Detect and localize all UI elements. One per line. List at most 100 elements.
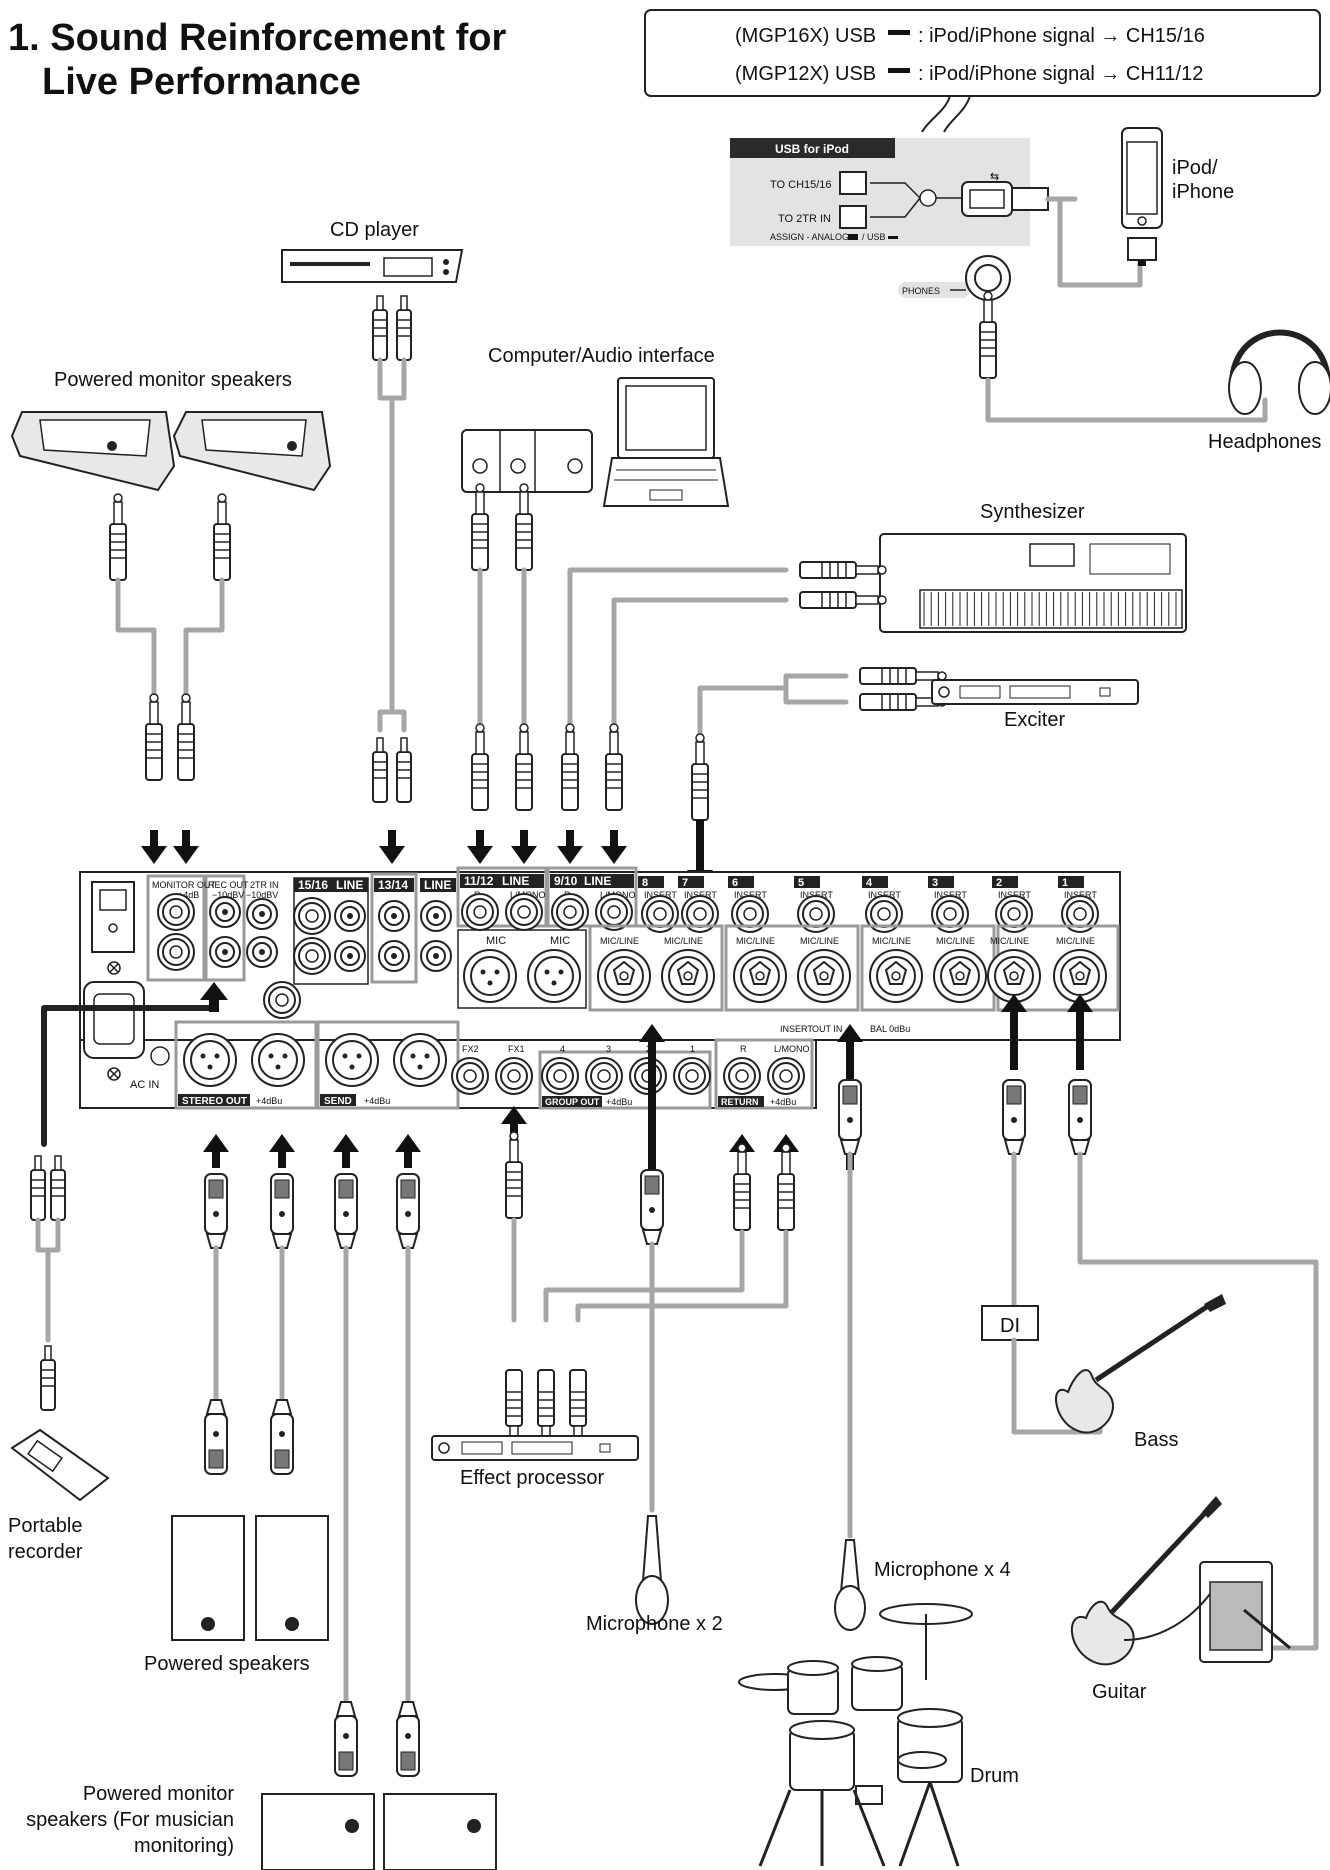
ch1314-label: 13/14 — [378, 878, 408, 892]
ch1314-plug-r — [396, 737, 412, 803]
channel-tab-ch2 — [992, 876, 1018, 888]
mic2-plug — [640, 1169, 664, 1245]
portable-recorder-label-line2: recorder — [8, 1541, 83, 1563]
monitor-out-plug-r — [177, 693, 195, 781]
computer-label: Computer/Audio interface — [488, 345, 715, 367]
ch11-mic-jack[interactable] — [527, 949, 581, 1003]
combo-jack-ch5[interactable] — [797, 949, 851, 1003]
send-level: +4dBu — [364, 1096, 390, 1106]
ch13-rca-jack[interactable] — [378, 900, 410, 932]
channel-tab-ch1 — [1058, 876, 1084, 888]
ch910-r-jack[interactable] — [551, 893, 589, 931]
insert-label-ch7: INSERT — [684, 890, 717, 900]
rec-out-l-jack[interactable] — [209, 896, 241, 928]
effect-processor-device — [431, 1435, 639, 1461]
out-in-label: OUT IN — [812, 1024, 842, 1034]
ch1112-r-jack[interactable] — [461, 893, 499, 931]
recorder-rca-plug-r — [50, 1155, 66, 1221]
monitor-speaker-left — [10, 411, 176, 492]
musician-monitor-left — [261, 1793, 375, 1870]
ch16b-rca-jack[interactable] — [334, 940, 366, 972]
combo-jack-ch3[interactable] — [933, 949, 987, 1003]
ch1112-plug-r — [471, 723, 489, 811]
stereo-out-r-jack[interactable] — [251, 1033, 305, 1087]
mic-line-label: MIC/LINE — [990, 936, 1029, 946]
combo-jack-ch7[interactable] — [661, 949, 715, 1003]
ch910-plug-l — [605, 723, 623, 811]
exciter-label: Exciter — [1004, 709, 1065, 731]
group-out-1-jack[interactable] — [673, 1057, 711, 1095]
ch15-jack[interactable] — [293, 897, 331, 935]
group-3-label: 3 — [606, 1044, 611, 1054]
stereo-out-l-jack[interactable] — [183, 1033, 237, 1087]
powered-speaker-left — [171, 1515, 245, 1641]
microphone-x4-label: Microphone x 4 — [874, 1559, 1011, 1581]
combo-jack-ch8[interactable] — [597, 949, 651, 1003]
return-label: RETURN — [721, 1097, 759, 1107]
ch1112-l-jack[interactable] — [505, 893, 543, 931]
insert7-plug — [691, 733, 709, 821]
ch12-mic-jack[interactable] — [463, 949, 517, 1003]
usb-panel-to-ch: TO CH15/16 — [770, 179, 832, 191]
return-r-jack[interactable] — [723, 1057, 761, 1095]
two-tr-in-level: −10dBV — [246, 890, 278, 900]
channel-tab-ch6 — [728, 876, 754, 888]
ch14-rca-jack[interactable] — [378, 940, 410, 972]
powered-speakers-label: Powered speakers — [144, 1653, 310, 1675]
channel-number-ch6: 6 — [732, 877, 738, 889]
effect-processor-label: Effect processor — [460, 1467, 604, 1489]
monitor-plug-left — [109, 493, 127, 581]
cd-rca-plug-left — [372, 295, 388, 361]
to-ch-switch[interactable] — [839, 171, 867, 195]
two-tr-in-r-jack[interactable] — [246, 936, 278, 968]
group-out-3-jack[interactable] — [585, 1057, 623, 1095]
musician-monitor-l-plug — [334, 1701, 358, 1777]
monitor-out-l-jack[interactable] — [157, 893, 195, 931]
stereo-out-level: +4dBu — [256, 1096, 282, 1106]
ch910-plug-r — [561, 723, 579, 811]
combo-jack-ch4[interactable] — [869, 949, 923, 1003]
monitor-out-label: MONITOR OUT — [152, 880, 216, 890]
ipod-label-line2: iPhone — [1172, 181, 1234, 203]
send-r-jack[interactable] — [393, 1033, 447, 1087]
ch16-rca-jack[interactable] — [334, 900, 366, 932]
monitor-speaker-right — [172, 411, 332, 492]
insert-label-ch8: INSERT — [644, 890, 677, 900]
powered-speaker-right — [255, 1515, 329, 1641]
fx1-jack[interactable] — [495, 1057, 533, 1095]
group-out-4-jack[interactable] — [541, 1057, 579, 1095]
portable-recorder-label-line1: Portable — [8, 1515, 83, 1537]
send-label: SEND — [324, 1096, 352, 1107]
ch14-line2-rca-jack[interactable] — [420, 940, 452, 972]
return-r-label: R — [740, 1044, 747, 1054]
ac-in-label: AC IN — [130, 1079, 159, 1091]
two-tr-in-l-jack[interactable] — [246, 898, 278, 930]
synthesizer-device — [879, 533, 1187, 633]
two-tr-out-jack[interactable] — [263, 981, 301, 1019]
send-l-jack[interactable] — [325, 1033, 379, 1087]
mic-line-label: MIC/LINE — [872, 936, 911, 946]
ch1314-line-label: LINE — [424, 878, 451, 892]
usb-plug — [1011, 187, 1049, 211]
fx2-label: FX2 — [462, 1044, 479, 1054]
phones-plug — [979, 291, 997, 379]
combo-jack-ch6[interactable] — [733, 949, 787, 1003]
rec-out-r-jack[interactable] — [209, 936, 241, 968]
ipod-label-line1: iPod/ — [1172, 157, 1218, 179]
return-l-jack[interactable] — [767, 1057, 805, 1095]
page-title-line1: 1. Sound Reinforcement for — [8, 17, 506, 59]
ch14-line-rca-jack[interactable] — [420, 900, 452, 932]
group-1-label: 1 — [690, 1044, 695, 1054]
microphone-x4-device — [834, 1539, 866, 1631]
monitor-out-r-jack[interactable] — [157, 933, 195, 971]
ch1314-plug-l — [372, 737, 388, 803]
to-2tr-switch[interactable] — [839, 205, 867, 229]
channel-tab-ch5 — [794, 876, 820, 888]
cd-rca-plug-right — [396, 295, 412, 361]
send-r-plug — [396, 1173, 420, 1249]
synth-plug-2 — [799, 591, 887, 609]
ch16-jack[interactable] — [293, 937, 331, 975]
mic-line-label: MIC/LINE — [936, 936, 975, 946]
musician-monitor-label-line3: monitoring) — [134, 1835, 234, 1857]
fx2-jack[interactable] — [451, 1057, 489, 1095]
